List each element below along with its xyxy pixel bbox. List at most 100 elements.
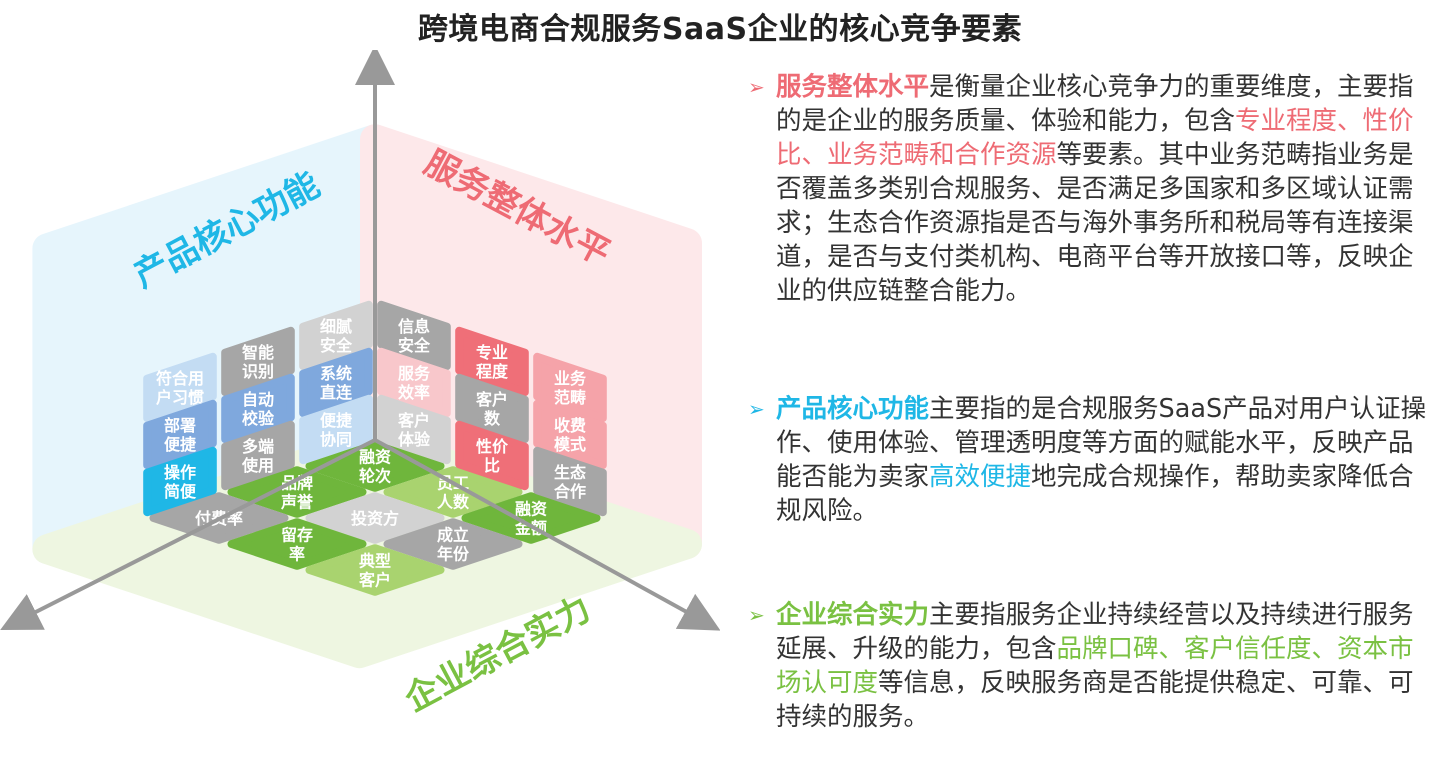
service-tile-label: 客户 [476, 390, 508, 409]
company-tile-label: 融资 [515, 500, 547, 519]
service-tile-label: 专业 [476, 343, 508, 362]
body-text: 主要指服务企业持续经营以及持续进行服务延展、升级的能力，包含 [776, 600, 1414, 664]
service-tile-label: 生态 [554, 463, 586, 482]
product-tile-label: 使用 [241, 456, 274, 475]
paragraph-body: 企业综合实力主要指服务企业持续经营以及持续进行服务延展、升级的能力，包含品牌口碑… [776, 598, 1428, 734]
company-tile-shape [227, 466, 367, 518]
competitiveness-cube-diagram: 融资轮次员工人数融资金额品牌声誉投资方成立年份付费率留存率典型客户符合用户习惯智… [0, 50, 720, 720]
keyword-heading: 产品核心功能 [776, 394, 930, 424]
company-tile-label: 典型 [359, 552, 391, 571]
service-tile-label: 数 [484, 409, 501, 428]
company-tile-label: 客户 [359, 571, 391, 590]
product-tile-label: 操作 [164, 463, 196, 482]
company-tile-label: 成立 [437, 526, 469, 545]
company-tile: 投资方 [305, 492, 445, 544]
company-tile: 留存率 [227, 518, 367, 570]
service-tile-label: 安全 [398, 336, 431, 355]
service-tile-shape [533, 399, 607, 470]
product-tile-label: 多端 [242, 437, 274, 456]
product-tile-label: 简便 [164, 482, 197, 501]
service-tile-label: 业务 [554, 369, 587, 388]
product-tile-label: 协同 [320, 430, 352, 449]
service-tile-label: 效率 [398, 383, 430, 402]
service-tile-shape [455, 420, 529, 491]
company-tile-label: 声誉 [280, 493, 314, 512]
service-tile-shape [533, 352, 607, 423]
service-tile-shape [377, 300, 451, 371]
highlight-text: 品牌口碑、客户信任度、资本市场认可度 [776, 634, 1414, 698]
product-tile-label: 直连 [320, 383, 353, 402]
company-tile-label: 年份 [437, 545, 470, 564]
left-axis [0, 438, 376, 631]
paragraph-company-strength: ➢ 企业综合实力主要指服务企业持续经营以及持续进行服务延展、升级的能力，包含品牌… [748, 598, 1428, 734]
company-tile-shape [227, 518, 367, 570]
product-tile-shape [143, 399, 217, 470]
company-tile-label: 投资方 [351, 509, 399, 528]
company-tile-shape [305, 492, 445, 544]
company-tile-label: 轮次 [359, 467, 391, 486]
service-tile: 生态合作 [533, 446, 607, 517]
company-tile-shape [305, 544, 445, 596]
highlight-text: 专业程度、性价比、业务范畴和合作资源 [776, 106, 1414, 170]
body-text: 等信息，反映服务商是否能提供稳定、可靠、可持续的服务。 [776, 668, 1414, 732]
service-tile-label: 收费 [554, 416, 586, 435]
product-tile-label: 自动 [242, 390, 274, 409]
company-tile-label: 留存 [281, 526, 313, 545]
service-tile-shape [377, 394, 451, 465]
bullet-arrow-icon: ➢ [748, 397, 765, 421]
body-text: 等要素。其中业务范畴指业务是否覆盖多类别合规服务、是否满足多国家和多区域认证需求… [776, 140, 1414, 306]
product-tile-label: 部署 [164, 416, 196, 435]
product-tile-shape [299, 394, 373, 465]
product-tile-shape [299, 300, 373, 371]
service-tile-shape [533, 446, 607, 517]
service-tile: 性价比 [455, 420, 529, 491]
product-tile-shape [299, 347, 373, 418]
product-tile-shape [221, 373, 295, 444]
company-tile-shape [383, 518, 523, 570]
service-tile: 客户数 [455, 373, 529, 444]
product-tile-label: 细腻 [320, 317, 352, 336]
paragraph-service-level: ➢ 服务整体水平是衡量企业核心竞争力的重要维度，主要指的是企业的服务质量、体验和… [748, 70, 1428, 308]
service-tile-label: 合作 [554, 482, 586, 501]
service-tile-label: 性价 [476, 437, 509, 456]
service-tile-label: 服务 [398, 364, 431, 383]
service-tile-shape [455, 373, 529, 444]
product-tile-shape [221, 326, 295, 397]
product-tile-label: 安全 [320, 336, 353, 355]
right-axis [374, 438, 720, 631]
product-tile-label: 校验 [242, 409, 275, 428]
product-tile-label: 便捷 [320, 411, 353, 430]
product-tile-shape [221, 420, 295, 491]
highlight-text: 高效便捷 [929, 462, 1032, 492]
paragraph-product-core: ➢ 产品核心功能主要指的是合规服务SaaS产品对用户认证操作、使用体验、管理透明… [748, 392, 1428, 528]
bullet-arrow-icon: ➢ [748, 75, 765, 99]
paragraph-body: 产品核心功能主要指的是合规服务SaaS产品对用户认证操作、使用体验、管理透明度等… [776, 392, 1428, 528]
service-tile: 业务范畴 [533, 352, 607, 423]
product-tile-shape [143, 446, 217, 517]
company-tile-label: 融资 [359, 448, 391, 467]
service-tile-label: 信息 [398, 317, 430, 336]
bullet-arrow-icon: ➢ [748, 603, 765, 627]
product-tile-label: 系统 [320, 364, 352, 383]
body-text: 是衡量企业核心竞争力的重要维度，主要指的是企业的服务质量、体验和能力，包含 [776, 72, 1414, 136]
service-tile-label: 客户 [398, 411, 430, 430]
body-text: 地完成合规操作，帮助卖家降低合规风险。 [776, 462, 1414, 526]
company-tile-label: 品牌 [281, 474, 313, 493]
service-tile-label: 范畴 [554, 388, 586, 407]
service-tile-label: 模式 [554, 435, 586, 454]
service-tile-label: 体验 [398, 430, 431, 449]
keyword-heading: 企业综合实力 [776, 600, 930, 630]
